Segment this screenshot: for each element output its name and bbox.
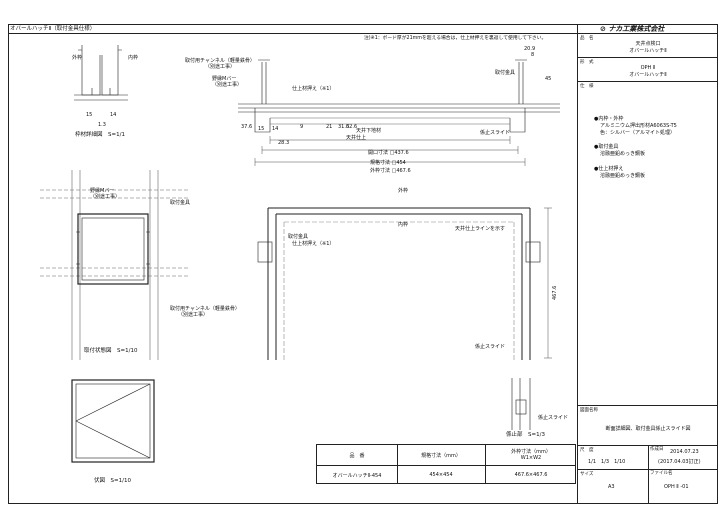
table-header-hinban: 品 番 bbox=[349, 453, 365, 459]
tb-file-label: ファイル名 bbox=[650, 471, 673, 476]
tb-date-value: 2014.07.23 bbox=[670, 449, 699, 455]
tb-zumen-name: 断面詳細図、取付金具係止スライド図 bbox=[605, 426, 691, 432]
tb-size-file: サイズ A3 ファイル名 OPH Ⅱ -01 bbox=[578, 470, 718, 503]
tb-katashiki-2: オバールハッチⅡ bbox=[629, 72, 667, 78]
dim-45: 45 bbox=[545, 76, 552, 82]
tb-hinmei-1: 天井点検口 bbox=[635, 41, 661, 47]
dim-9: 9 bbox=[300, 124, 304, 130]
label-finish-press-elev: 仕上材押え（※1） bbox=[292, 241, 335, 247]
dim-28-3: 28.3 bbox=[278, 140, 290, 146]
label-stop-slide-detail: 係止スライド bbox=[538, 415, 569, 421]
label-ceiling-line: 天井仕上ラインを示す bbox=[455, 226, 506, 232]
spec-3-a: 溶融亜鉛めっき鋼板 bbox=[600, 173, 646, 179]
label-mbar-top: 野縁Mバー bbox=[212, 76, 237, 82]
title-block: 品 名 天井点検口 オバールハッチⅡ 形 式 OPH Ⅱ オバールハッチⅡ 仕 … bbox=[577, 24, 718, 504]
dim-opening: 開口寸法 □437.6 bbox=[368, 150, 409, 156]
tb-scale-value: 1/1 1/3 1/10 bbox=[588, 459, 626, 465]
dim-1-3: 1.3 bbox=[98, 122, 106, 128]
spec-1-a: アルミニウム押出形材A6063S-T5 bbox=[600, 123, 677, 129]
table-vline-2 bbox=[485, 445, 486, 483]
label-mbar-top-2: （別途工事） bbox=[212, 82, 243, 88]
spec-2-title: ●取付金具 bbox=[594, 144, 619, 150]
dim-outer: 外枠寸法 □467.6 bbox=[370, 168, 411, 174]
logo-text: ナカ工業株式会社 bbox=[608, 25, 665, 33]
logo-mark-icon: ⊘ bbox=[600, 25, 606, 33]
tb-katashiki: 形 式 OPH Ⅱ オバールハッチⅡ bbox=[578, 58, 718, 82]
tb-katashiki-1: OPH Ⅱ bbox=[640, 65, 656, 71]
header-line bbox=[8, 33, 718, 34]
tb-zumen: 図面名称 断面詳細図、取付金具係止スライド図 bbox=[578, 406, 718, 446]
tb-scale-date: 尺 度 1/1 1/3 1/10 作成日 2014.07.23 (2017.04… bbox=[578, 446, 718, 470]
label-bracket-top: 取付金具 bbox=[495, 70, 516, 76]
spec-1-b: 色：シルバー（アルマイト処理） bbox=[600, 130, 675, 136]
dim-8: 8 bbox=[531, 52, 535, 58]
dim-14-b: 14 bbox=[272, 126, 279, 132]
note-text: 注)※1：ボード厚が21mmを超える場合は，仕上材押えを裏返して使用して下さい。 bbox=[364, 36, 547, 41]
dim-21: 21 bbox=[326, 124, 333, 130]
tb-hinmei-2: オバールハッチⅡ bbox=[629, 48, 667, 54]
spec-1-title: ●内枠・外枠 bbox=[594, 116, 624, 122]
label-bracket-elev: 取付金具 bbox=[288, 234, 309, 240]
label-mbar-2: （別途工事） bbox=[90, 194, 121, 200]
page-title: オバールハッチⅡ（取付金具仕様） bbox=[10, 26, 96, 32]
label-stop-slide-elev: 係止スライド bbox=[475, 344, 506, 350]
tb-shiyo-label: 仕 様 bbox=[580, 84, 594, 89]
tb-revision-value: (2017.04.03訂正) bbox=[658, 459, 701, 465]
tb-zumen-label: 図面名称 bbox=[580, 408, 598, 413]
dim-14: 14 bbox=[110, 112, 117, 118]
label-channel-2: （別途工事） bbox=[178, 312, 209, 318]
label-ceiling-board: 天井下地材 bbox=[356, 128, 382, 134]
tb-size-value: A3 bbox=[608, 484, 615, 490]
table-header-outer-w: W1×W2 bbox=[520, 455, 542, 461]
tb-size-divider bbox=[648, 470, 649, 503]
label-outer-elev: 外枠 bbox=[398, 188, 409, 194]
spec-2-a: 溶融亜鉛めっき鋼板 bbox=[600, 151, 646, 157]
dim-standard: 規格寸法 □454 bbox=[370, 160, 406, 166]
label-finish-press: 仕上材押え（※1） bbox=[292, 86, 335, 92]
dim-31-6: 31.6 bbox=[338, 124, 350, 130]
label-mbar: 野縁Mバー bbox=[90, 188, 115, 194]
table-hline bbox=[317, 465, 575, 466]
spec-table: 品 番 規格寸法（mm） 外枠寸法（mm） W1×W2 オバールハッチⅡ-454… bbox=[316, 444, 576, 484]
tb-katashiki-label: 形 式 bbox=[580, 60, 594, 65]
label-stop-slide: 係止スライド bbox=[480, 130, 511, 136]
view-install-title: 取付状態図 S=1/10 bbox=[84, 348, 138, 354]
dim-15-b: 15 bbox=[258, 126, 265, 132]
logo: ⊘ ナカ工業株式会社 bbox=[600, 25, 665, 33]
tb-size-label: サイズ bbox=[580, 472, 594, 477]
tb-scale-label: 尺 度 bbox=[580, 448, 594, 453]
table-cell-outer: 467.6×467.6 bbox=[514, 472, 548, 478]
label-outer-frame: 外枠 bbox=[72, 55, 83, 61]
tb-file-value: OPH Ⅱ -01 bbox=[664, 484, 689, 490]
view-frame-detail-title: 枠材詳細図 S=1/1 bbox=[75, 132, 125, 138]
dim-37-6: 37.6 bbox=[241, 124, 253, 130]
label-inner-elev: 内枠 bbox=[398, 222, 409, 228]
table-header-size: 規格寸法（mm） bbox=[421, 453, 461, 459]
view-plan-title: 伏図 S=1/10 bbox=[94, 478, 131, 484]
tb-date-label: 作成日 bbox=[650, 447, 664, 452]
table-header-outer: 外枠寸法（mm） bbox=[511, 449, 551, 455]
tb-hinmei-label: 品 名 bbox=[580, 36, 594, 41]
drawing-frame bbox=[8, 24, 718, 504]
tb-hinmei: 品 名 天井点検口 オバールハッチⅡ bbox=[578, 34, 718, 58]
label-inner-frame: 内枠 bbox=[128, 55, 139, 61]
dim-467-6: 467.6 bbox=[552, 285, 558, 300]
label-channel: 取付用チャンネル（軽量鉄骨） bbox=[170, 306, 240, 312]
label-channel-top-2: （別途工事） bbox=[205, 64, 236, 70]
spec-3-title: ●仕上材押え bbox=[594, 166, 624, 172]
view-stopper-title: 係止部 S=1/3 bbox=[506, 432, 545, 438]
dim-20-9: 20.9 bbox=[524, 46, 536, 52]
tb-shiyo: 仕 様 ●内枠・外枠 アルミニウム押出形材A6063S-T5 色：シルバー（アル… bbox=[578, 82, 718, 406]
table-cell-hinban: オバールハッチⅡ-454 bbox=[332, 473, 382, 479]
dim-32-6: 32.6 bbox=[346, 124, 358, 130]
label-bracket: 取付金具 bbox=[170, 200, 191, 206]
tb-scale-divider bbox=[648, 446, 649, 469]
table-cell-size: 454×454 bbox=[429, 472, 453, 478]
label-finish: 天井仕上 bbox=[346, 135, 367, 141]
label-channel-top: 取付用チャンネル（軽量鉄骨） bbox=[185, 58, 255, 64]
table-vline-1 bbox=[397, 445, 398, 483]
dim-15: 15 bbox=[86, 112, 93, 118]
